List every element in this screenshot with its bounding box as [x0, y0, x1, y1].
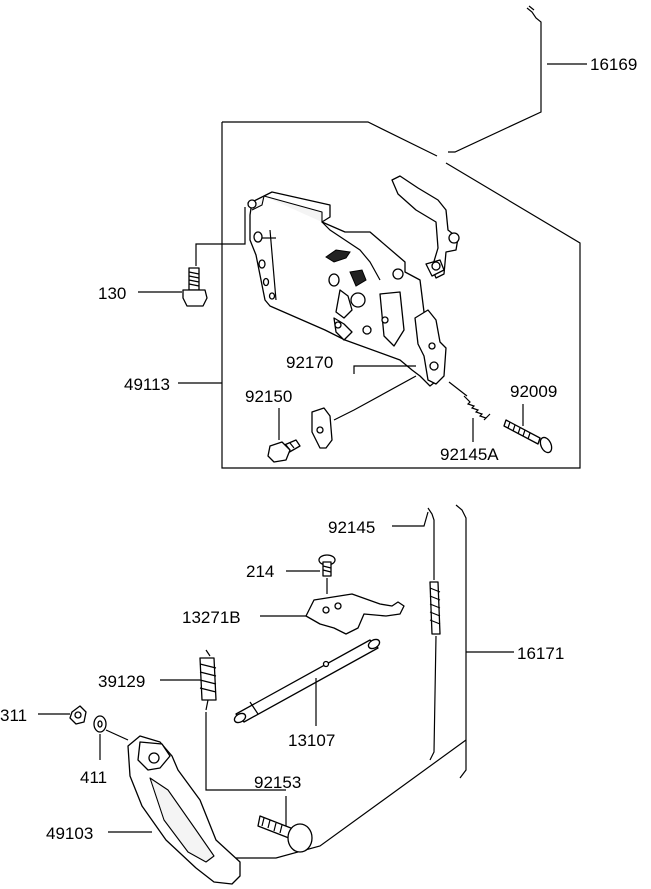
- callout-92145A: 92145A: [440, 445, 499, 464]
- callout-16169: 16169: [590, 55, 637, 74]
- spring-92145A: [463, 395, 491, 421]
- bolt-92009: [503, 419, 553, 454]
- callout-92150: 92150: [245, 387, 292, 406]
- callout-311: 311: [0, 706, 27, 725]
- clip-92170: [311, 407, 333, 449]
- callout-49103: 49103: [46, 824, 93, 843]
- lower-leader-lines: [38, 511, 514, 833]
- callout-13107: 13107: [288, 731, 335, 750]
- callout-13271B: 13271B: [182, 608, 241, 627]
- callout-labels: 16169 130 49113 92170 92150 92009 92145A…: [0, 55, 637, 843]
- callout-16171: 16171: [517, 644, 564, 663]
- spring-39129: [199, 649, 217, 711]
- upper-leader-lines: [138, 63, 587, 442]
- callout-214: 214: [246, 562, 274, 581]
- bolt-92150: [267, 439, 301, 463]
- callout-92009: 92009: [510, 382, 557, 401]
- callout-92170: 92170: [286, 353, 333, 372]
- spring-rod-92145: [427, 507, 441, 761]
- bracket-13271B: [305, 593, 405, 635]
- callout-49113: 49113: [124, 375, 170, 394]
- callout-39129: 39129: [98, 672, 145, 691]
- shaft-13107: [233, 638, 381, 724]
- control-panel-plate: [247, 175, 460, 387]
- control-rod-16171: [455, 504, 467, 779]
- bolt-130: [182, 267, 208, 307]
- screw-214: [318, 554, 336, 577]
- control-rod-16169: [448, 5, 542, 153]
- lever-49103: [127, 735, 241, 885]
- pin-92153: [257, 815, 313, 853]
- nut-311: [69, 705, 87, 725]
- assembly-frame: [221, 121, 581, 469]
- callout-92153: 92153: [254, 773, 301, 792]
- callout-92145: 92145: [328, 518, 375, 537]
- callout-411: 411: [80, 768, 107, 787]
- washer-411: [93, 715, 107, 733]
- callout-130: 130: [98, 284, 126, 303]
